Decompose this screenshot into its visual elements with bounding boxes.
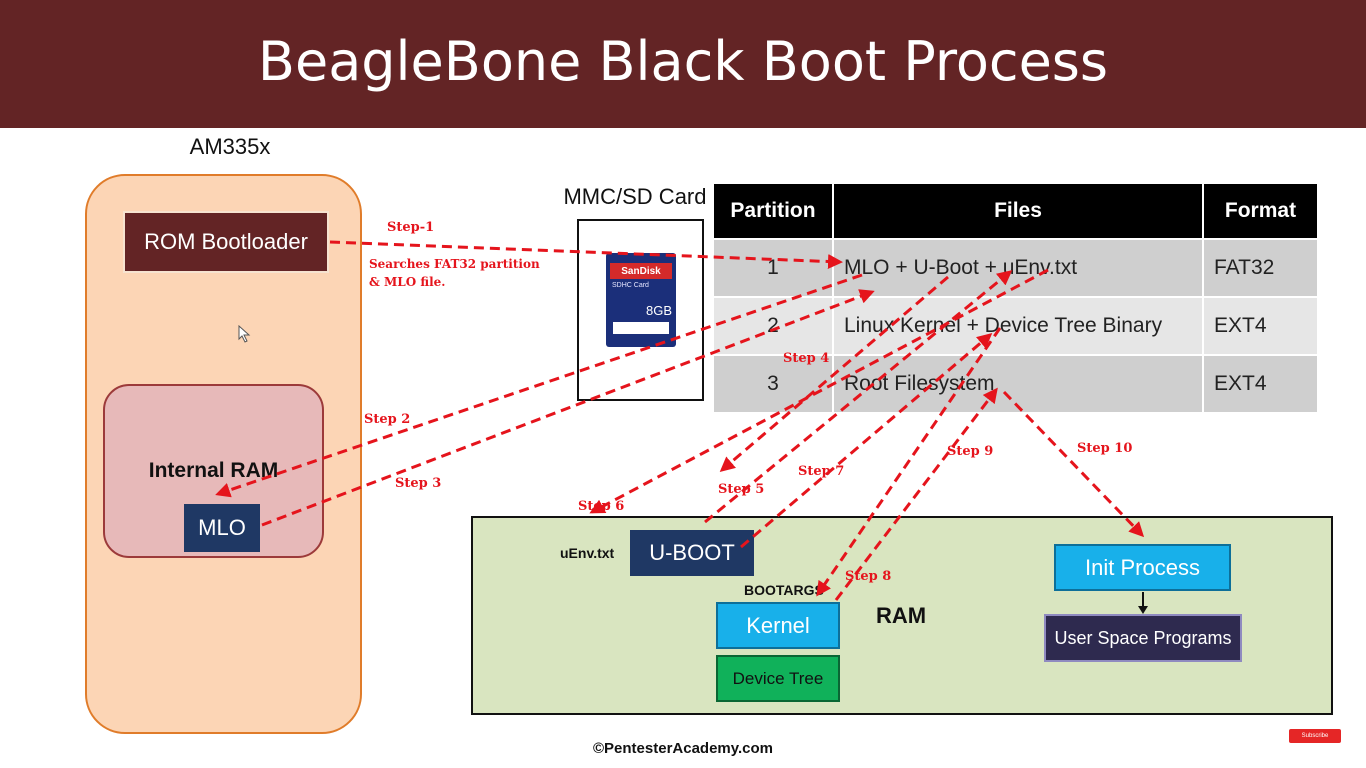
table-row: 2 Linux Kernel + Device Tree Binary EXT4 <box>714 296 1319 355</box>
partition-format: EXT4 <box>1203 354 1319 412</box>
step1-note-line1: Searches FAT32 partition <box>369 257 540 271</box>
partition-files: Linux Kernel + Device Tree Binary <box>833 296 1204 355</box>
mouse-cursor-icon <box>238 325 251 343</box>
arrow-step7 <box>740 333 993 549</box>
partition-number: 2 <box>714 296 834 355</box>
mlo-box: MLO <box>184 504 260 552</box>
arrow-step2 <box>215 273 863 498</box>
uenv-label: uEnv.txt <box>560 545 615 561</box>
arrow-step9 <box>834 387 998 601</box>
column-header-files: Files <box>833 184 1204 239</box>
column-header-partition: Partition <box>714 184 834 239</box>
step3-label: Step 3 <box>395 476 442 491</box>
partition-number: 1 <box>714 238 834 297</box>
step7-label: Step 7 <box>798 464 845 479</box>
arrow-step10 <box>1002 390 1145 538</box>
step4-label: Step 4 <box>783 351 830 366</box>
bootargs-label: BOOTARGS <box>744 582 824 598</box>
device-tree-box: Device Tree <box>716 655 840 702</box>
step8-label: Step 8 <box>845 569 892 584</box>
step5-label: Step 5 <box>718 482 765 497</box>
table-header-row: Partition Files Format <box>714 184 1319 239</box>
arrow-step8 <box>816 327 1002 597</box>
step1-note-line2: & MLO file. <box>369 275 446 289</box>
step6-label: Step 6 <box>578 499 625 514</box>
ram-label: RAM <box>876 603 927 628</box>
copyright-text: ©PentesterAcademy.com <box>592 740 773 757</box>
arrow-step4 <box>719 275 949 472</box>
subscribe-button[interactable]: Subscribe <box>1289 729 1341 743</box>
step10-label: Step 10 <box>1077 441 1133 456</box>
rom-bootloader-box: ROM Bootloader <box>123 211 329 273</box>
uboot-box: U-BOOT <box>630 530 754 576</box>
partition-files: Root Filesystem <box>833 354 1204 412</box>
step2-label: Step 2 <box>364 412 411 427</box>
kernel-box: Kernel <box>716 602 840 649</box>
arrow-step3 <box>261 289 875 527</box>
sd-card-label-strip <box>613 322 669 334</box>
init-process-box: Init Process <box>1054 544 1231 591</box>
sd-card-label: MMC/SD Card <box>563 184 707 209</box>
arrow-step6 <box>589 268 1049 514</box>
sd-card-type: SDHC Card <box>612 282 649 289</box>
sd-card-capacity: 8GB <box>645 303 672 318</box>
header-bar <box>0 0 1366 128</box>
partition-format: EXT4 <box>1203 296 1319 355</box>
partition-table: Partition Files Format 1 MLO + U-Boot + … <box>714 184 1319 412</box>
sd-card-brand: SanDisk <box>610 263 672 279</box>
partition-number: 3 <box>714 354 834 412</box>
table-row: 3 Root Filesystem EXT4 <box>714 354 1319 412</box>
chip-label: AM335x <box>189 134 271 159</box>
partition-format: FAT32 <box>1203 238 1319 297</box>
arrow-step5 <box>704 270 1013 524</box>
column-header-format: Format <box>1203 184 1319 239</box>
step1-label: Step-1 <box>387 220 435 235</box>
user-space-programs-box: User Space Programs <box>1044 614 1242 662</box>
internal-ram-label: Internal RAM <box>148 459 279 482</box>
arrow-step1 <box>329 240 843 270</box>
step9-label: Step 9 <box>947 444 994 459</box>
slide-title: BeagleBone Black Boot Process <box>257 30 1109 93</box>
step1-note: Searches FAT32 partition & MLO file. <box>369 255 540 291</box>
